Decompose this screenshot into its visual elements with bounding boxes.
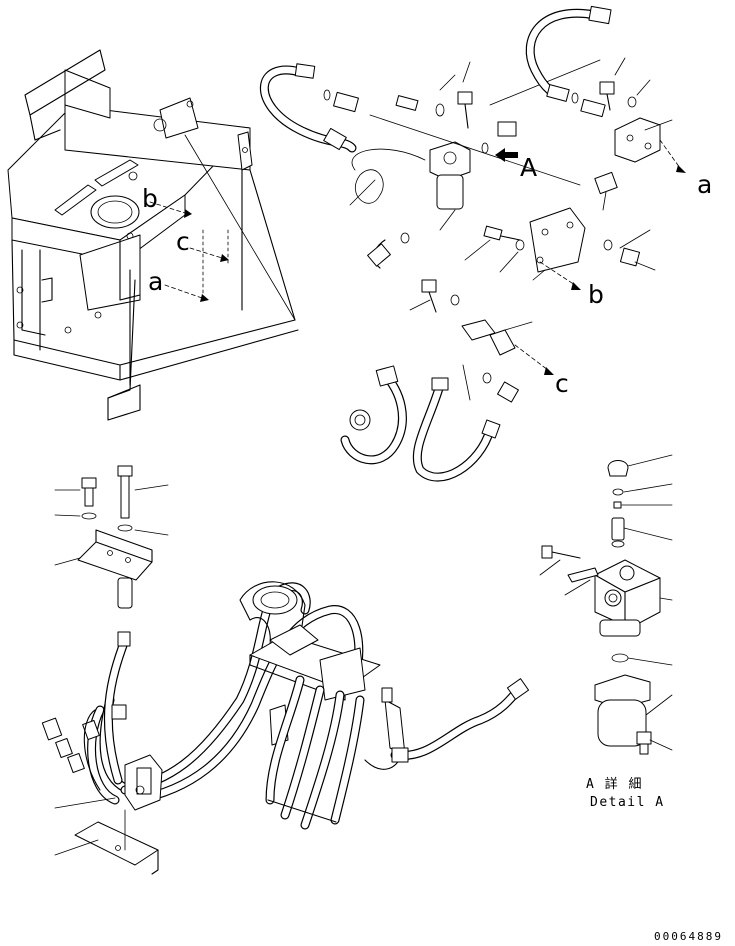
label-ref-a: a	[148, 267, 163, 296]
label-ref-a-right: a	[697, 170, 712, 199]
label-ref-b: b	[142, 184, 158, 213]
detail-a: A 詳 細 Detail A	[539, 454, 673, 810]
center-hose-assembly: c	[340, 279, 569, 482]
detail-a-caption-en: Detail A	[590, 795, 665, 810]
flow-arrow-c	[189, 247, 229, 262]
label-ref-b-right: b	[588, 280, 604, 309]
drawing-number: 00064889	[654, 930, 723, 943]
upper-right-hose: a	[525, 5, 712, 211]
label-ref-c: c	[176, 227, 190, 256]
flow-arrow-b	[149, 201, 192, 218]
label-ref-c-right: c	[555, 369, 569, 398]
mounting-frame: b c a	[7, 49, 299, 421]
detail-a-caption-jp: A 詳 細	[586, 776, 643, 792]
lower-assembly	[41, 465, 530, 875]
upper-hose-assembly: A	[259, 59, 601, 269]
label-view-a: A	[520, 153, 537, 182]
mounting-plate-b: b	[464, 207, 656, 309]
flow-arrow-a	[164, 284, 209, 302]
